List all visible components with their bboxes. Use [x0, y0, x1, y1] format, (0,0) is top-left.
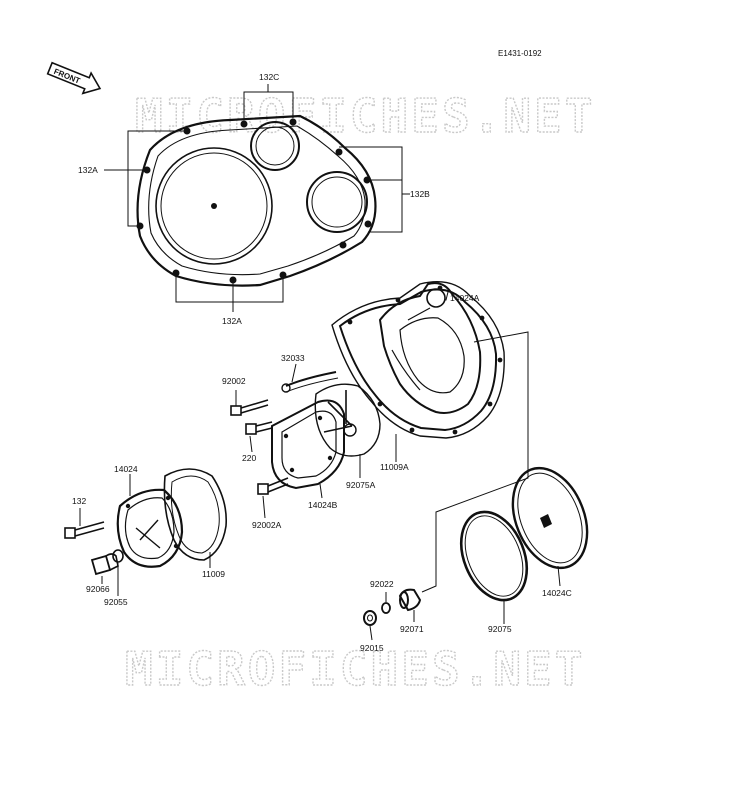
o-ring-92075: [459, 510, 529, 602]
cover-14024c: [511, 466, 589, 570]
o-ring-92055: [112, 549, 124, 563]
callout-132b: 132B: [339, 146, 430, 233]
nut-92015: [363, 610, 377, 626]
label-132c: 132C: [259, 72, 279, 82]
callout-132a-bottom: 132A: [175, 273, 284, 326]
label-11009: 11009: [202, 569, 225, 579]
label-132: 132: [72, 496, 86, 506]
label-92055: 92055: [104, 597, 128, 607]
label-92022: 92022: [370, 579, 394, 589]
label-14024: 14024: [114, 464, 138, 474]
label-92015: 92015: [360, 643, 384, 653]
label-14024b: 14024B: [308, 500, 338, 510]
front-arrow-icon: FRONT: [46, 61, 102, 95]
cover-14024a: 14024A: [378, 282, 482, 414]
relation-line-14024a: [421, 331, 529, 593]
label-132b: 132B: [410, 189, 430, 199]
label-14024c: 14024C: [542, 588, 572, 598]
label-132a-bottom: 132A: [222, 316, 242, 326]
label-92071: 92071: [400, 624, 424, 634]
hose-32033: 32033: [281, 353, 339, 393]
washer-220: 220: [242, 421, 273, 463]
label-92075a: 92075A: [346, 480, 376, 490]
label-92002: 92002: [222, 376, 246, 386]
watermark-top: MICROFICHES.NET: [135, 89, 595, 143]
plug-92071: [398, 588, 422, 612]
label-92002a: 92002A: [252, 520, 282, 530]
bolt-92002a: 92002A: [252, 477, 289, 530]
watermark-bottom: MICROFICHES.NET: [125, 642, 585, 696]
label-132a-left: 132A: [78, 165, 98, 175]
callout-132c: 132C: [243, 72, 294, 120]
label-14024a: 14024A: [450, 293, 480, 303]
bolt-132: 132: [64, 496, 105, 539]
washer-92022: [381, 602, 391, 614]
gasket-11009: [163, 468, 228, 561]
bolt-92002: 92002: [222, 376, 269, 416]
gasket-11009a: [331, 281, 505, 439]
gasket-92075a: [314, 383, 381, 457]
callout-132a-left: 132A: [78, 130, 187, 227]
reference-code: E1431-0192: [498, 49, 542, 58]
label-220: 220: [242, 453, 256, 463]
clutch-cover: [136, 114, 377, 287]
pump-cover-14024b: [271, 399, 345, 490]
label-92075: 92075: [488, 624, 512, 634]
plug-92066: [90, 553, 119, 576]
label-11009a: 11009A: [380, 462, 409, 472]
label-32033: 32033: [281, 353, 305, 363]
cover-14024: [116, 488, 184, 568]
label-92066: 92066: [86, 584, 110, 594]
